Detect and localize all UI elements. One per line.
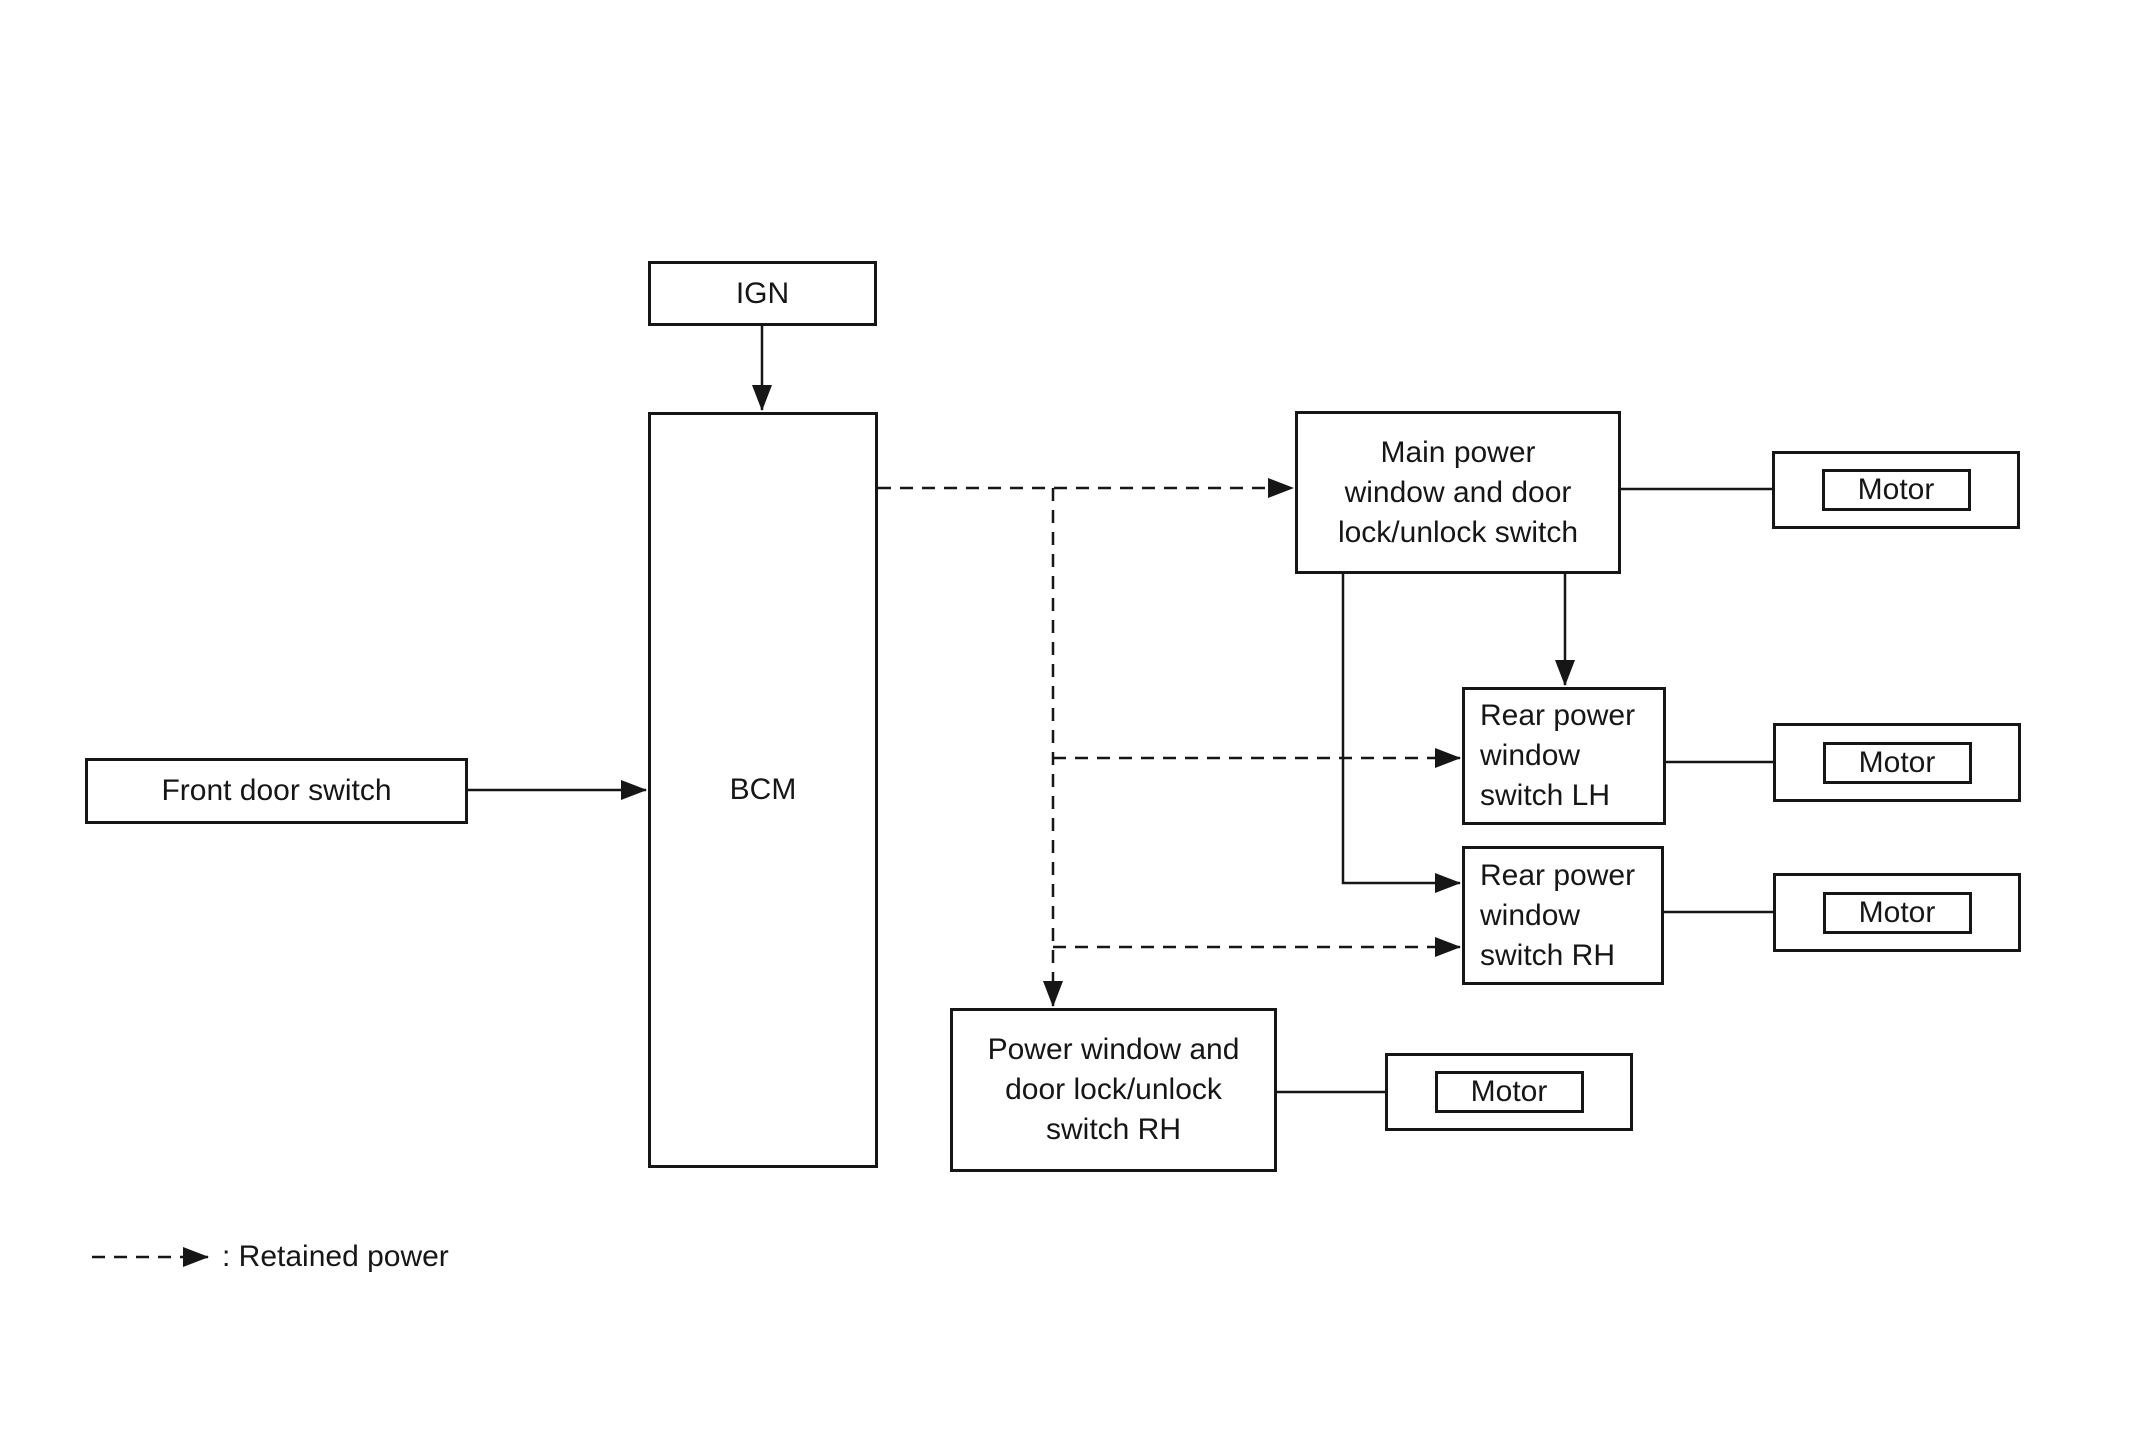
- node-rear-power-window-switch-rh: Rear power window switch RH: [1462, 846, 1664, 985]
- node-main-power-window-switch-label: lock/unlock switch: [1337, 515, 1579, 549]
- motor-main: Motor: [1772, 451, 2020, 529]
- motor-main-inner: Motor: [1821, 469, 1971, 511]
- node-main-power-window-switch: Main power window and door lock/unlock s…: [1295, 411, 1621, 574]
- motor-rear-rh-inner: Motor: [1822, 891, 1972, 934]
- node-power-window-switch-rh-label: door lock/unlock: [1005, 1073, 1222, 1106]
- legend: : Retained power: [222, 1237, 449, 1277]
- node-ign-label: IGN: [735, 276, 790, 310]
- motor-label: Motor: [1470, 1075, 1548, 1108]
- node-rear-power-window-switch-rh-label: switch RH: [1480, 938, 1616, 972]
- node-bcm-label: BCM: [729, 773, 797, 806]
- node-ign: IGN: [648, 261, 877, 326]
- node-power-window-switch-rh-label: switch RH: [1045, 1113, 1181, 1146]
- node-power-window-switch-rh: Power window and door lock/unlock switch…: [950, 1008, 1277, 1172]
- legend-label: : Retained power: [222, 1240, 449, 1273]
- motor-rear-lh: Motor: [1773, 723, 2021, 802]
- node-rear-power-window-switch-lh-label: window: [1480, 739, 1581, 772]
- node-bcm: BCM: [648, 412, 878, 1168]
- node-main-power-window-switch-label: window and door: [1344, 475, 1572, 509]
- node-front-door-switch-label: Front door switch: [161, 774, 392, 807]
- motor-rear-rh: Motor: [1773, 873, 2021, 952]
- motor-front-rh: Motor: [1385, 1053, 1633, 1131]
- motor-front-rh-inner: Motor: [1434, 1071, 1584, 1113]
- node-rear-power-window-switch-rh-label: Rear power: [1480, 858, 1636, 892]
- node-rear-power-window-switch-rh-label: window: [1480, 898, 1581, 932]
- node-main-power-window-switch-label: Main power: [1380, 435, 1536, 469]
- node-front-door-switch: Front door switch: [85, 758, 468, 824]
- edge-main-switch-rear-rh: [1341, 574, 1461, 893]
- node-power-window-switch-rh-label: Power window and: [987, 1033, 1240, 1066]
- node-rear-power-window-switch-lh-label: Rear power: [1480, 699, 1636, 732]
- motor-label: Motor: [1857, 473, 1935, 506]
- node-rear-power-window-switch-lh-label: switch LH: [1480, 779, 1611, 812]
- motor-rear-lh-inner: Motor: [1822, 741, 1972, 784]
- motor-label: Motor: [1858, 745, 1936, 779]
- motor-label: Motor: [1858, 895, 1936, 929]
- node-rear-power-window-switch-lh: Rear power window switch LH: [1462, 687, 1666, 825]
